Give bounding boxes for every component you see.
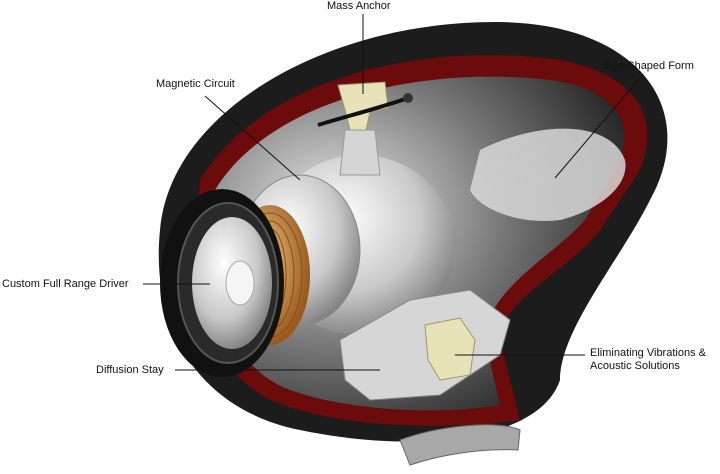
stem (399, 424, 521, 466)
cable (317, 96, 409, 127)
label-egg-shaped-form: Egg-Shaped Form (604, 60, 694, 72)
egg-shaped-form (470, 128, 626, 221)
label-custom-driver: Custom Full Range Driver (2, 278, 129, 290)
damping-block (424, 317, 476, 381)
mass-anchor (337, 81, 389, 131)
label-diffusion-stay: Diffusion Stay (96, 364, 164, 376)
label-eliminating-line2: Acoustic Solutions (590, 360, 680, 372)
label-mass-anchor: Mass Anchor (327, 0, 391, 12)
label-eliminating-vibrations: Eliminating Vibrations & Acoustic Soluti… (590, 347, 706, 373)
label-eliminating-line1: Eliminating Vibrations & (590, 347, 706, 359)
leader-egg-shaped-form (554, 77, 641, 179)
label-magnetic-circuit: Magnetic Circuit (156, 78, 235, 90)
leader-magnetic-circuit (204, 95, 301, 181)
